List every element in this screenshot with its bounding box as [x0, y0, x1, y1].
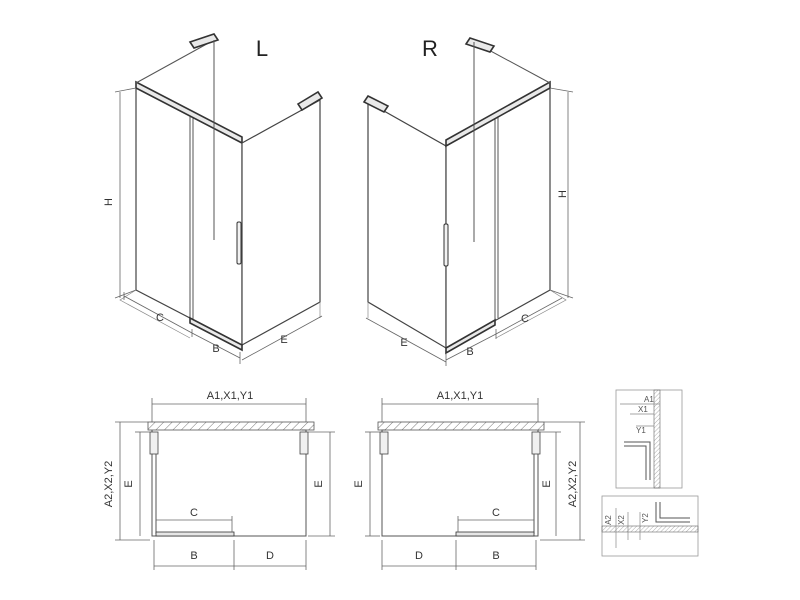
detail-x2-label: X2 [617, 515, 626, 525]
detail-side-profile: A2 X2 Y2 [601, 495, 699, 557]
plan-right-d-label: D [415, 550, 423, 562]
plan-right-e-label-2: E [541, 480, 553, 487]
plan-right-e-label-1: E [353, 480, 365, 487]
right-wall-bracket-2 [362, 94, 390, 114]
left-long-panel [135, 87, 243, 346]
iso-view-left: H C B E L [103, 33, 324, 364]
left-e-dim [241, 315, 323, 361]
left-h-label: H [103, 198, 115, 206]
left-c-dim [123, 295, 193, 334]
plan-right-wall [377, 421, 545, 431]
plan-left-a2-label: A2,X2,Y2 [103, 461, 115, 507]
plan-right-door [455, 531, 535, 537]
left-b-label: B [212, 343, 219, 355]
view-letter-r: R [422, 36, 438, 61]
plan-right-b-label: B [492, 550, 499, 562]
plan-view-left: A1,X1,Y1 C B D E E A2,X2,Y2 [103, 390, 335, 570]
right-door-handle [443, 223, 449, 267]
left-e-label: E [280, 334, 287, 346]
detail-top-profile: A1 X1 Y1 [615, 389, 683, 489]
right-c-dim [495, 297, 563, 335]
plan-left-b-label: B [190, 550, 197, 562]
plan-left-c-label: C [190, 507, 198, 519]
left-b-dim [191, 332, 241, 359]
right-wall-bracket-1 [464, 37, 496, 53]
plan-left-door [155, 531, 235, 537]
view-letter-l: L [256, 36, 268, 61]
plan-left-e-label-1: E [123, 480, 135, 487]
detail-top-frame [615, 389, 683, 489]
detail-a2-label: A2 [604, 515, 613, 525]
plan-right-top-label: A1,X1,Y1 [437, 390, 483, 402]
right-c-label: C [521, 313, 529, 325]
plan-left-side-panel [234, 429, 307, 537]
plan-right-c-label: C [492, 507, 500, 519]
left-door-handle [236, 221, 242, 265]
plan-view-right: A1,X1,Y1 C D B E E A2,X2,Y2 [353, 390, 585, 570]
right-side-panel [367, 100, 447, 350]
right-e-dim [365, 317, 447, 363]
plan-left-top-label: A1,X1,Y1 [207, 390, 253, 402]
plan-right-a2-label: A2,X2,Y2 [567, 461, 579, 507]
plan-right-side-panel [381, 429, 458, 537]
right-e-label: E [400, 337, 407, 349]
plan-left-d-label: D [266, 550, 274, 562]
right-h-label: H [557, 190, 569, 198]
left-c-label: C [156, 312, 164, 324]
left-side-panel [241, 98, 321, 347]
detail-y1-label: Y1 [636, 426, 646, 435]
right-b-dim [445, 333, 497, 361]
plan-left-wall [147, 421, 315, 431]
detail-x1-label: X1 [638, 405, 648, 414]
left-wall-bracket-1 [188, 33, 220, 49]
iso-view-right: H E B C R [362, 36, 574, 366]
right-b-label: B [466, 346, 473, 358]
detail-y2-label: Y2 [641, 513, 650, 523]
detail-a1-label: A1 [644, 395, 654, 404]
left-wall-bracket-2 [296, 90, 324, 112]
plan-left-e-label-2: E [313, 480, 325, 487]
